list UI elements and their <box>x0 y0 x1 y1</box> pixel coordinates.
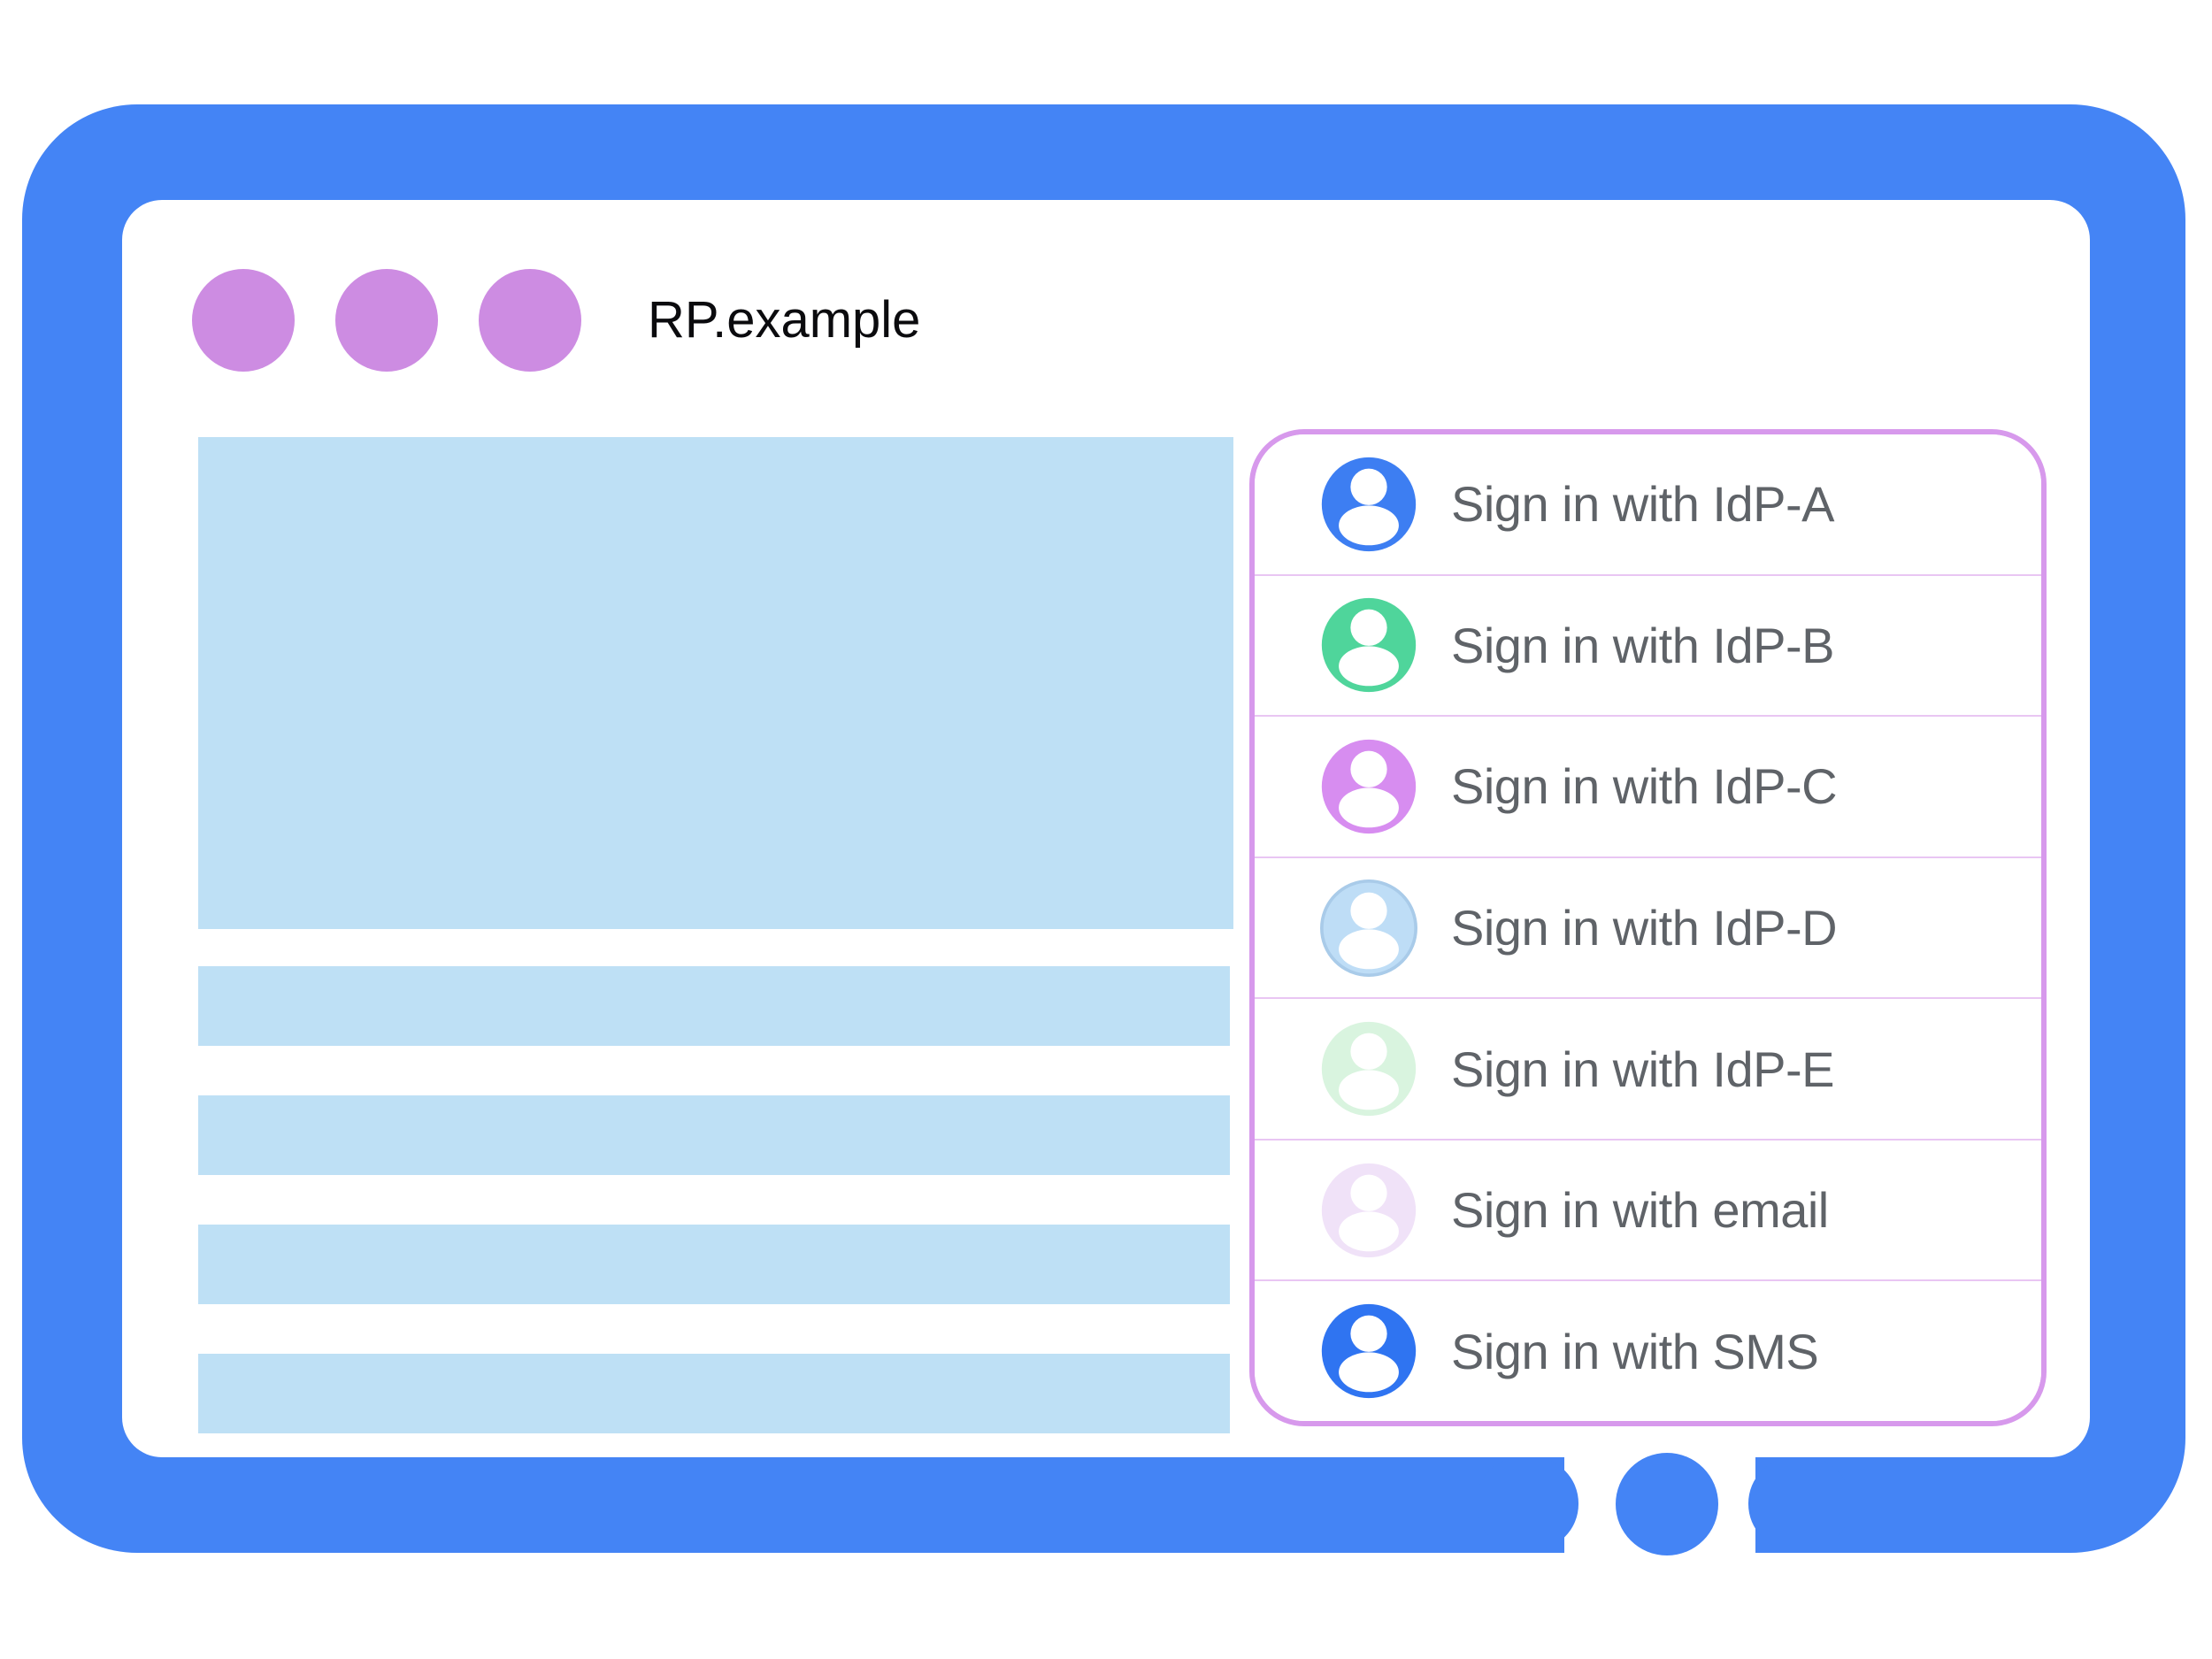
signin-option-button[interactable]: Sign in with IdP-D <box>1255 857 2041 1000</box>
account-avatar-icon <box>1321 598 1417 693</box>
avatar-head <box>1350 1174 1387 1211</box>
signin-chooser-panel: Sign in with IdP-A Sign in with IdP-B Si… <box>1249 429 2047 1426</box>
bezel-left-cap <box>1476 1457 1578 1550</box>
account-avatar-icon <box>1321 1163 1417 1257</box>
signin-option-button[interactable]: Sign in with IdP-B <box>1255 575 2041 718</box>
signin-option-button[interactable]: Sign in with email <box>1255 1140 2041 1282</box>
avatar-body <box>1339 1352 1399 1393</box>
avatar-body <box>1339 787 1399 828</box>
home-button-icon <box>1616 1453 1718 1555</box>
content-placeholder-line-2 <box>198 1095 1230 1175</box>
avatar-body <box>1339 928 1399 969</box>
avatar-head <box>1350 468 1387 505</box>
signin-option-button[interactable]: Sign in with SMS <box>1255 1281 2041 1421</box>
content-placeholder-line-4 <box>198 1354 1230 1433</box>
account-avatar-icon <box>1321 1021 1417 1117</box>
avatar-body <box>1339 1070 1399 1110</box>
signin-option-button[interactable]: Sign in with IdP-E <box>1255 999 2041 1141</box>
signin-option-label: Sign in with IdP-C <box>1451 758 1838 815</box>
signin-option-label: Sign in with IdP-B <box>1451 617 1834 673</box>
account-avatar-icon <box>1320 879 1417 977</box>
window-control-dot <box>192 269 295 372</box>
account-avatar-icon <box>1321 1304 1417 1399</box>
bezel-right-cap <box>1748 1457 1851 1550</box>
avatar-head <box>1350 892 1387 929</box>
signin-option-label: Sign in with IdP-D <box>1451 900 1838 956</box>
avatar-head <box>1350 750 1387 787</box>
avatar-body <box>1339 646 1399 687</box>
avatar-head <box>1350 1033 1387 1071</box>
content-placeholder-line-1 <box>198 966 1230 1046</box>
signin-option-label: Sign in with email <box>1451 1182 1829 1239</box>
window-control-dot <box>479 269 581 372</box>
avatar-head <box>1350 1315 1387 1353</box>
content-placeholder-hero <box>198 437 1233 929</box>
avatar-head <box>1350 610 1387 647</box>
signin-option-label: Sign in with IdP-E <box>1451 1041 1834 1097</box>
signin-option-label: Sign in with IdP-A <box>1451 476 1834 533</box>
account-avatar-icon <box>1321 457 1417 551</box>
window-control-dot <box>335 269 438 372</box>
signin-option-button[interactable]: Sign in with IdP-A <box>1255 434 2041 576</box>
site-title: RP.example <box>648 291 921 349</box>
avatar-body <box>1339 505 1399 546</box>
account-avatar-icon <box>1321 739 1417 834</box>
content-placeholder-line-3 <box>198 1225 1230 1304</box>
signin-option-label: Sign in with SMS <box>1451 1323 1819 1379</box>
avatar-body <box>1339 1211 1399 1251</box>
signin-option-button[interactable]: Sign in with IdP-C <box>1255 717 2041 858</box>
